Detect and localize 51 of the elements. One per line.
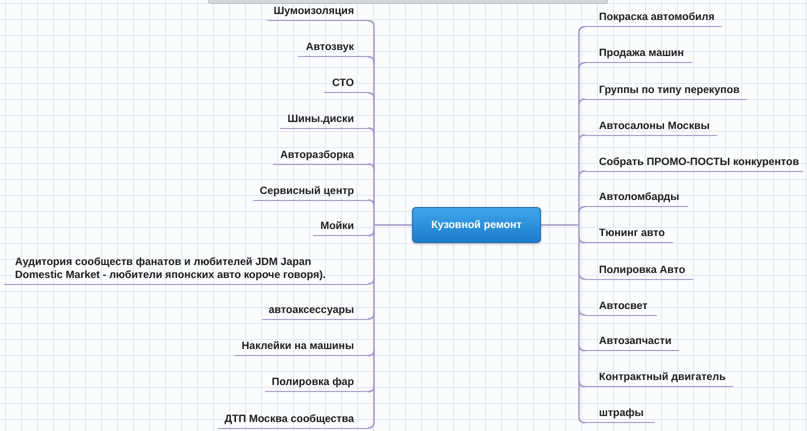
connector-line	[578, 308, 586, 316]
topic-label: Контрактный двигатель	[585, 371, 733, 388]
topic-label: Продажа машин	[585, 47, 692, 64]
connector-line	[367, 56, 375, 63]
connector-line	[367, 386, 375, 392]
connector-line	[578, 272, 586, 280]
topic-label: Авторазборка	[273, 148, 368, 165]
topic-label: Собрать ПРОМО-ПОСТЫ конкурентов	[585, 156, 803, 172]
topic-label: Тюнинг авто	[585, 227, 673, 244]
connector-line	[367, 422, 375, 429]
topic-label: штрафы	[585, 407, 655, 424]
connector-line	[578, 236, 586, 244]
connector-line	[578, 380, 586, 388]
connector-line	[367, 230, 375, 236]
connector-line	[367, 20, 375, 27]
topic-label: Автосвет	[585, 300, 657, 316]
connector-line	[578, 170, 586, 178]
connector-line	[578, 206, 586, 213]
connector-line	[578, 134, 586, 142]
topic-label: Шумоизоляция	[267, 5, 368, 22]
connector-line	[367, 127, 375, 134]
connector-line	[367, 163, 375, 170]
topic-label: Аудитория сообществ фанатов и любителей JDM Japan Domestic Market - любители японских авто короче говоря).	[4, 256, 368, 285]
connector-trunk	[373, 26, 413, 423]
topic-label: Автоломбарды	[585, 191, 688, 208]
connector-line	[367, 199, 375, 206]
topic-label: Автосалоны Москвы	[585, 120, 717, 136]
central-topic: Кузовной ремонт	[412, 207, 541, 243]
topic-label: Покраска автомобиля	[585, 11, 722, 28]
connector-line	[578, 26, 586, 33]
topic-label: Автозвук	[298, 41, 368, 58]
connector-line	[578, 344, 586, 352]
topic-label: автоаксессуары	[262, 304, 368, 320]
connector-line	[367, 92, 375, 99]
connector-trunk	[540, 32, 580, 418]
connector-line	[367, 312, 375, 320]
topic-label: Шины.диски	[280, 112, 368, 129]
topic-label: Полировка фар	[265, 376, 368, 392]
topic-label: Автозапчасти	[585, 335, 679, 352]
connector-line	[578, 416, 586, 424]
connector-line	[367, 278, 375, 285]
topic-label: Группы по типу перекупов	[585, 84, 747, 100]
connector-line	[578, 62, 586, 69]
connector-line	[367, 350, 375, 356]
topic-label: ДТП Москва сообщества	[218, 412, 368, 429]
topic-label: Сервисный центр	[253, 184, 368, 201]
connector-line	[578, 98, 586, 106]
topic-label: Полировка Авто	[585, 264, 693, 280]
topic-label: Мойки	[313, 220, 368, 236]
topic-label: СТО	[324, 77, 368, 94]
topic-label: Наклейки на машины	[235, 340, 368, 356]
